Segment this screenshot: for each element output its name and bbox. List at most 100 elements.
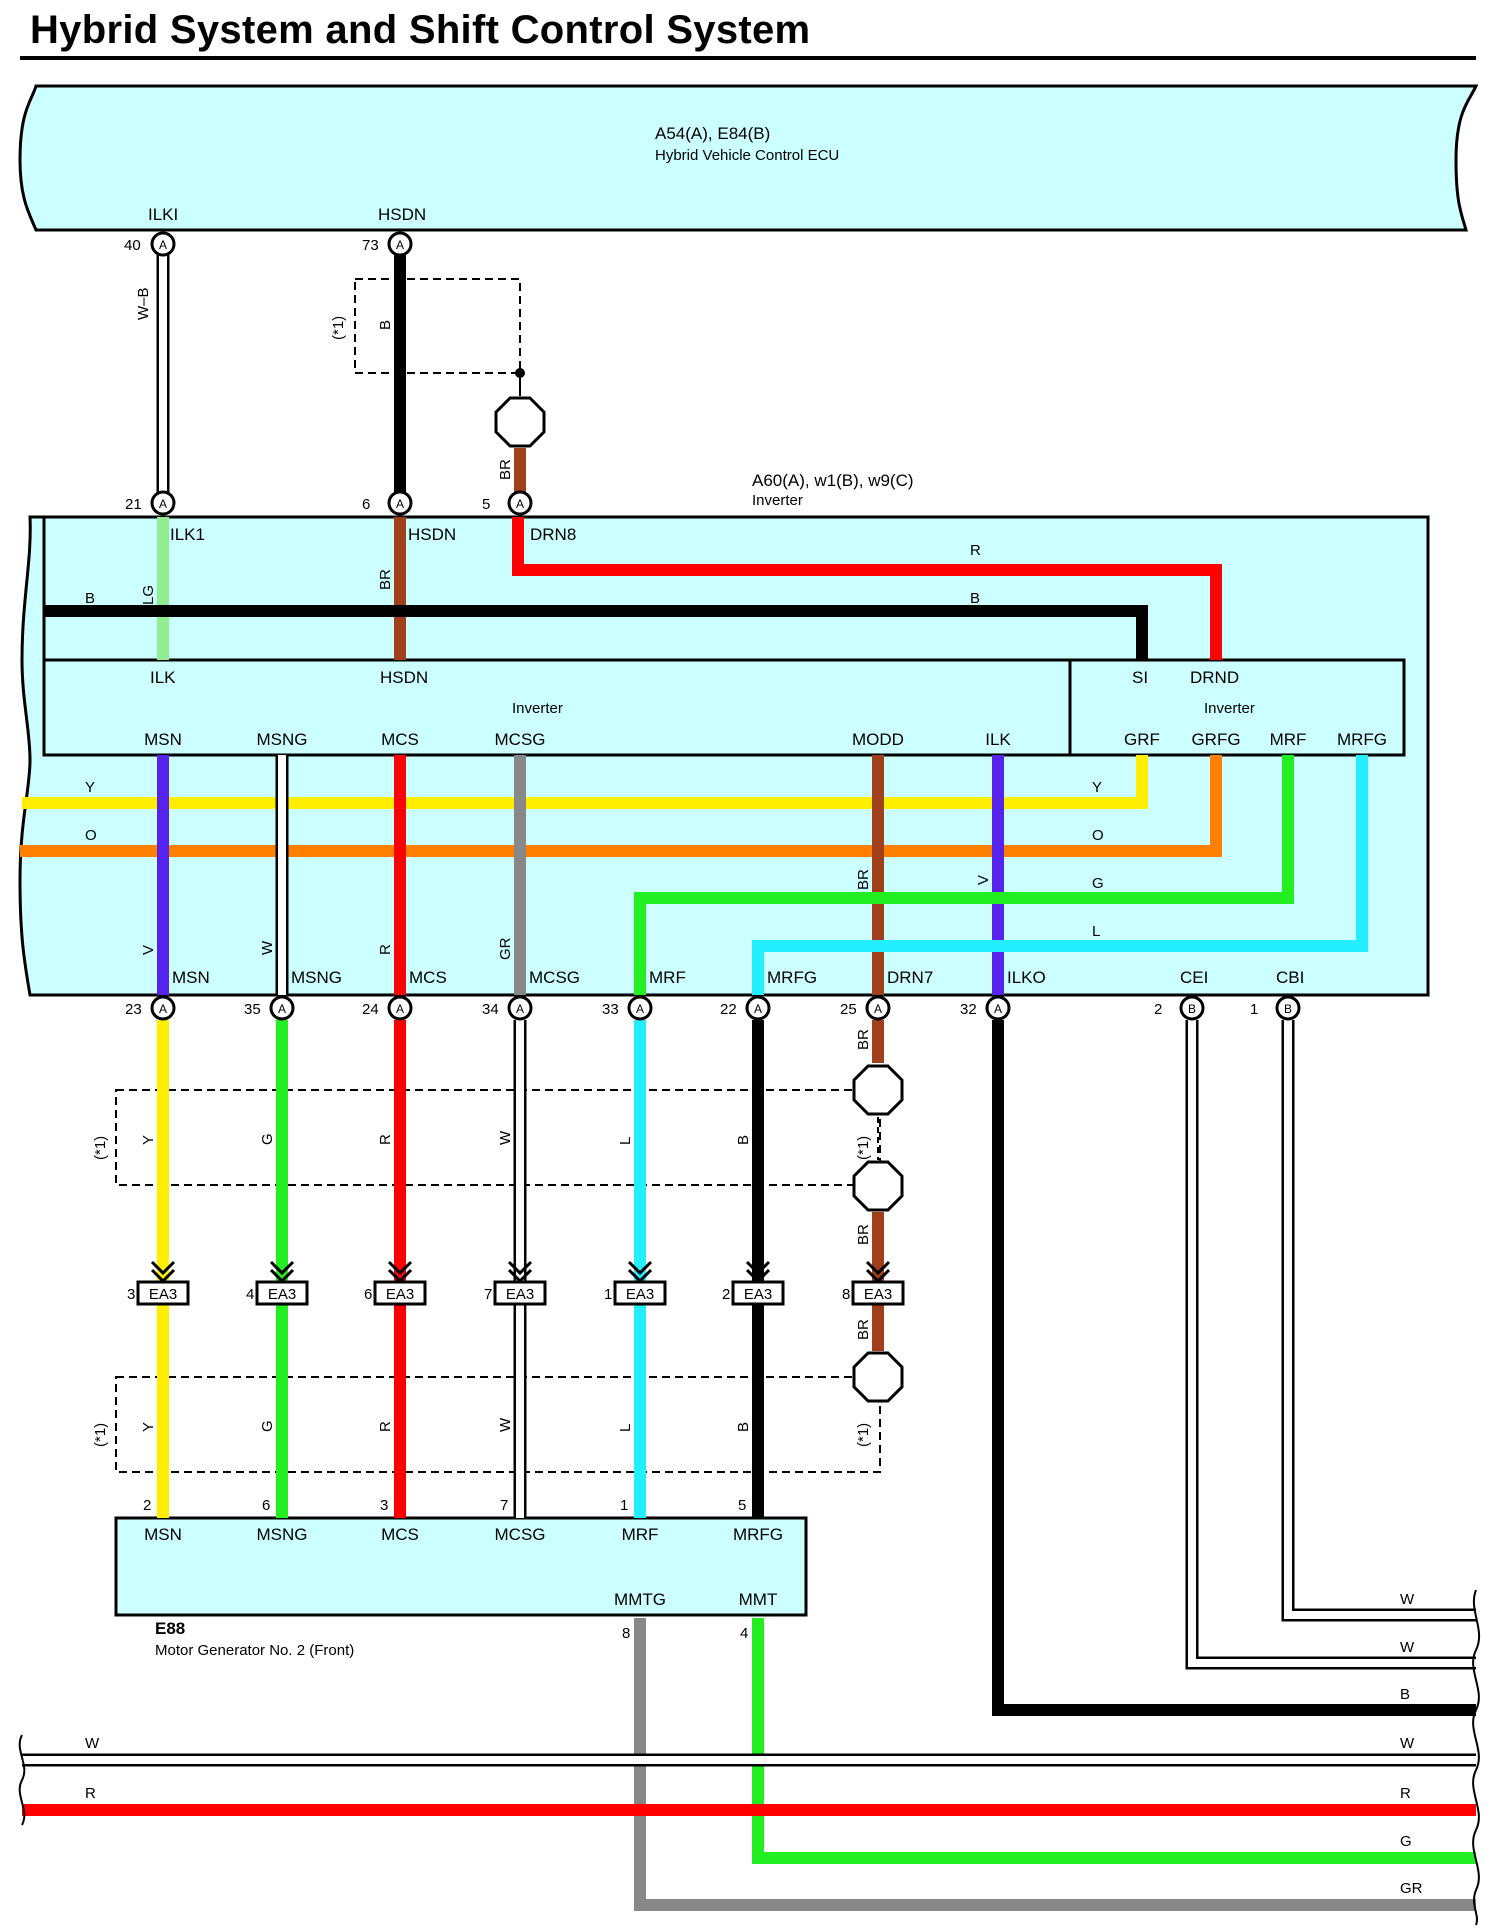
pin-inverter-bottom-5-letter: A <box>754 1002 762 1016</box>
wire-mrf-g <box>634 755 1294 995</box>
inverter-bottom-terminal: ILKO <box>1007 968 1046 987</box>
motor-pin-number: 6 <box>262 1497 270 1514</box>
wire-label-br-inner: BR <box>377 569 394 590</box>
wire-label-br-c: BR <box>855 1319 872 1340</box>
bus-label-o-left: O <box>85 827 97 844</box>
shield-label-mid: (*1) <box>92 1136 109 1160</box>
junction-pin-number: 6 <box>364 1286 372 1303</box>
right-bus-label: R <box>1400 1785 1411 1802</box>
motor-code: E88 <box>155 1619 185 1638</box>
terminal-drn8: DRN8 <box>530 525 576 544</box>
junction-pin-number: 2 <box>722 1286 730 1303</box>
pin-number-inv-bottom: 2 <box>1154 1001 1162 1018</box>
junction-pin-number: 3 <box>127 1286 135 1303</box>
inner-left-bottom-terminal: MSNG <box>257 730 308 749</box>
junction-ea3-4 <box>613 1280 667 1306</box>
inverter-bottom-terminal: MSN <box>172 968 210 987</box>
bus-label-g: G <box>1092 875 1104 892</box>
junction-ea3-label: EA3 <box>626 1286 654 1303</box>
pin-inverter-bottom-9 <box>1275 995 1301 1021</box>
motor-pin-number: 5 <box>738 1497 746 1514</box>
junction-chevron-icon <box>150 1260 176 1276</box>
wire-mmt-g2 <box>752 1618 1476 1864</box>
shield-junction-dot <box>515 368 525 378</box>
motor-pin-number: 1 <box>620 1497 628 1514</box>
wire-label-br-b: BR <box>855 1224 872 1245</box>
wire-label-low: G <box>259 1420 276 1432</box>
pin-inverter-top-2 <box>507 490 533 516</box>
pin-inverter-bottom-0-letter: A <box>159 1002 167 1016</box>
wire-label-low: Y <box>140 1422 157 1432</box>
motor-pin-8: 8 <box>622 1625 630 1642</box>
pin-number-inv-top: 21 <box>125 496 142 513</box>
splice-octagon-2 <box>852 1160 904 1212</box>
pin-number-inv-bottom: 24 <box>362 1001 379 1018</box>
bus-label-y-right: Y <box>1092 779 1102 796</box>
right-bus-label: GR <box>1400 1880 1423 1897</box>
inverter-bottom-terminal: DRN7 <box>887 968 933 987</box>
pin-inverter-top-0-letter: A <box>159 497 167 511</box>
motor-top-terminal: MSN <box>144 1525 182 1544</box>
junction-pin-number: 4 <box>246 1286 254 1303</box>
inner-left-bottom-terminal: MCS <box>381 730 419 749</box>
pin-number-inv-bottom: 22 <box>720 1001 737 1018</box>
pin-inverter-top-2-letter: A <box>516 497 524 511</box>
wire-cbi-w <box>1284 1020 1476 1619</box>
junction-chevron-icon <box>865 1260 891 1276</box>
junction-ea3-label: EA3 <box>386 1286 414 1303</box>
splice-octagon-top <box>494 396 546 448</box>
motor-terminal-mmtg: MMTG <box>614 1590 666 1609</box>
inner-right-bottom-terminal: GRF <box>1124 730 1160 749</box>
inner-right-bottom-terminal: MRF <box>1270 730 1307 749</box>
pin-ecu-ilki-letter: A <box>159 238 167 252</box>
motor-terminal-mmt: MMT <box>739 1590 778 1609</box>
inverter-bottom-terminal: CBI <box>1276 968 1304 987</box>
pin-number-inv-bottom: 32 <box>960 1001 977 1018</box>
wire-cbi-w-outline <box>1281 1020 1476 1622</box>
inverter-bottom-terminal: MRF <box>649 968 686 987</box>
inner-right-bottom-terminal: GRFG <box>1191 730 1240 749</box>
junction-ea3-0 <box>136 1280 190 1306</box>
wire-ilko-b <box>992 1020 1476 1716</box>
inverter-bottom-terminal: MCSG <box>529 968 580 987</box>
junction-ea3-3 <box>493 1280 547 1306</box>
motor-pin-number: 2 <box>143 1497 151 1514</box>
inner-inverter-right <box>1068 658 1406 757</box>
pin-inverter-bottom-6-letter: A <box>874 1002 882 1016</box>
motor-pin-4: 4 <box>740 1625 748 1642</box>
page-title: Hybrid System and Shift Control System <box>30 8 811 52</box>
pin-number-inv-bottom: 23 <box>125 1001 142 1018</box>
shield-label-top: (*1) <box>330 316 347 340</box>
junction-ea3-5 <box>731 1280 785 1306</box>
wire-label-low: L <box>617 1424 634 1432</box>
terminal-hsdn: HSDN <box>408 525 456 544</box>
pin-number-inv-top: 6 <box>362 496 370 513</box>
wire-cei-w <box>1188 1020 1476 1667</box>
pin-inverter-bottom-8 <box>1179 995 1205 1021</box>
wire-grfg-o <box>20 755 1222 857</box>
junction-ea3-label: EA3 <box>744 1286 772 1303</box>
bus-label-o-right: O <box>1092 827 1104 844</box>
shield-box-low <box>115 1376 881 1473</box>
splice-octagon-3 <box>852 1351 904 1403</box>
pin-number-inv-bottom: 33 <box>602 1001 619 1018</box>
wire-mmtg-gr <box>634 1618 1476 1911</box>
junction-ea3-label: EA3 <box>506 1286 534 1303</box>
junction-ea3-2 <box>373 1280 427 1306</box>
pin-ecu-hsdn-letter: A <box>396 238 404 252</box>
terminal-ilk1: ILK1 <box>170 525 205 544</box>
pin-inverter-bottom-3 <box>507 995 533 1021</box>
wire-label-ilk-v: V <box>975 875 992 885</box>
bus-label-l: L <box>1092 923 1100 940</box>
bus-label-y-left: Y <box>85 779 95 796</box>
inner-terminal-drnd: DRND <box>1190 668 1239 687</box>
pin-ecu-hsdn <box>387 231 413 257</box>
ecu-terminal-hsdn: HSDN <box>378 205 426 224</box>
pin-inverter-bottom-4-letter: A <box>636 1002 644 1016</box>
wire-label-mid: R <box>377 1134 394 1145</box>
pin-inverter-bottom-4 <box>627 995 653 1021</box>
shield-box-mid <box>115 1089 881 1186</box>
right-bus-label: B <box>1400 1686 1410 1703</box>
